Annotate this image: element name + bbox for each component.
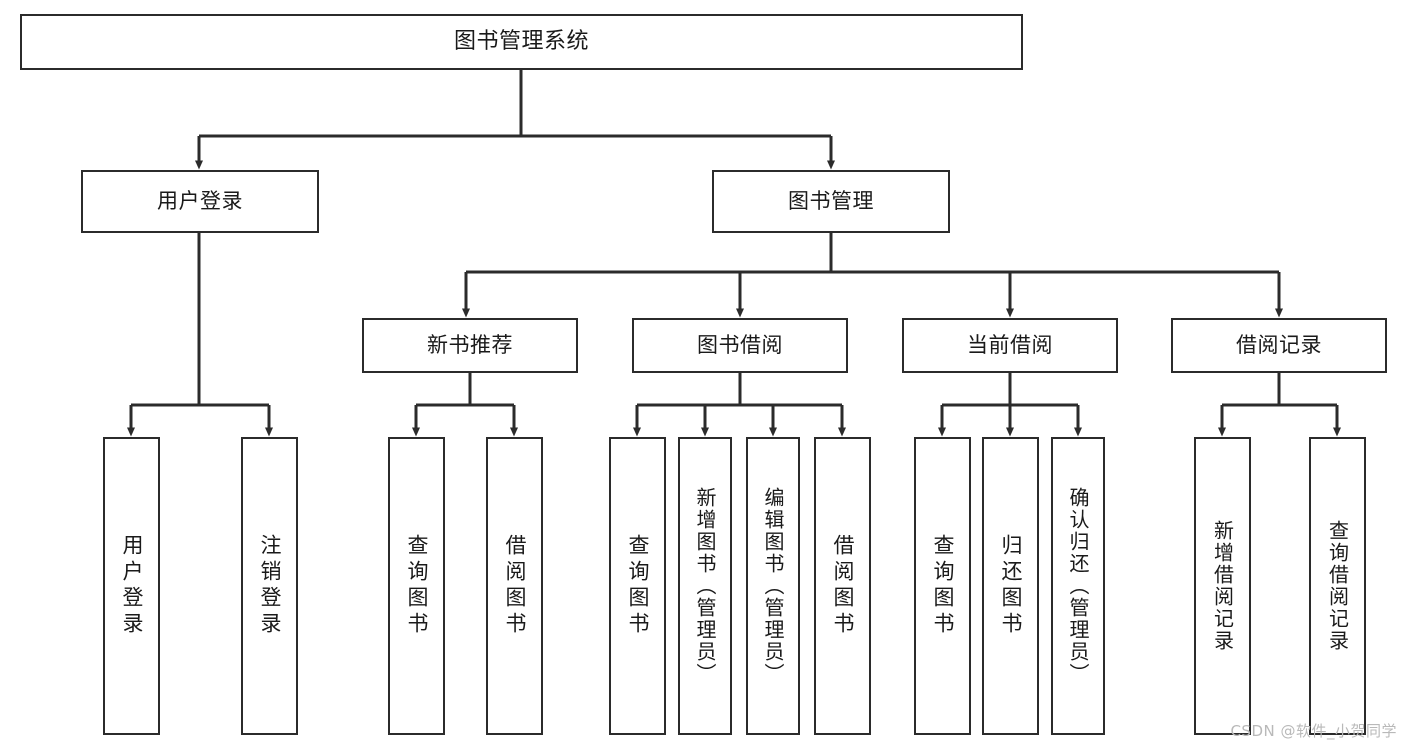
watermark-text: CSDN @软件_小贺同学 <box>1230 722 1397 740</box>
node-leaf-confirm-return[interactable]: 确认归还（管理员） <box>1051 437 1105 735</box>
node-leaf-query-book-3-label: 查询图书 <box>931 534 955 638</box>
node-leaf-edit-book-label: 编辑图书（管理员） <box>761 487 785 685</box>
node-user-login-label: 用户登录 <box>157 189 243 214</box>
node-root[interactable]: 图书管理系统 <box>20 14 1023 70</box>
node-current-borrow-label: 当前借阅 <box>967 333 1053 358</box>
node-leaf-query-book-1-label: 查询图书 <box>405 534 429 638</box>
node-user-login[interactable]: 用户登录 <box>81 170 319 233</box>
node-leaf-logout-login[interactable]: 注销登录 <box>241 437 298 735</box>
node-leaf-return-book-label: 归还图书 <box>999 534 1023 638</box>
node-leaf-confirm-return-label: 确认归还（管理员） <box>1066 487 1090 685</box>
node-leaf-query-record[interactable]: 查询借阅记录 <box>1309 437 1366 735</box>
node-book-management[interactable]: 图书管理 <box>712 170 950 233</box>
node-book-borrow[interactable]: 图书借阅 <box>632 318 848 373</box>
node-book-borrow-label: 图书借阅 <box>697 333 783 358</box>
node-leaf-add-book[interactable]: 新增图书（管理员） <box>678 437 732 735</box>
node-leaf-query-book-3[interactable]: 查询图书 <box>914 437 971 735</box>
node-new-book-recommend[interactable]: 新书推荐 <box>362 318 578 373</box>
node-leaf-edit-book[interactable]: 编辑图书（管理员） <box>746 437 800 735</box>
node-leaf-borrow-book-2[interactable]: 借阅图书 <box>814 437 871 735</box>
node-leaf-borrow-book-1[interactable]: 借阅图书 <box>486 437 543 735</box>
node-current-borrow[interactable]: 当前借阅 <box>902 318 1118 373</box>
node-borrow-record[interactable]: 借阅记录 <box>1171 318 1387 373</box>
node-leaf-return-book[interactable]: 归还图书 <box>982 437 1039 735</box>
node-leaf-query-book-2[interactable]: 查询图书 <box>609 437 666 735</box>
node-borrow-record-label: 借阅记录 <box>1236 333 1322 358</box>
node-leaf-add-record[interactable]: 新增借阅记录 <box>1194 437 1251 735</box>
node-leaf-borrow-book-2-label: 借阅图书 <box>831 534 855 638</box>
node-leaf-query-book-2-label: 查询图书 <box>626 534 650 638</box>
node-leaf-query-book-1[interactable]: 查询图书 <box>388 437 445 735</box>
node-leaf-add-book-label: 新增图书（管理员） <box>693 487 717 685</box>
node-book-management-label: 图书管理 <box>788 189 874 214</box>
node-leaf-borrow-book-1-label: 借阅图书 <box>503 534 527 638</box>
node-new-book-recommend-label: 新书推荐 <box>427 333 513 358</box>
node-root-label: 图书管理系统 <box>453 29 589 55</box>
node-leaf-add-record-label: 新增借阅记录 <box>1210 520 1235 652</box>
node-leaf-user-login-label: 用户登录 <box>120 534 144 638</box>
node-leaf-query-record-label: 查询借阅记录 <box>1325 520 1350 652</box>
node-leaf-logout-login-label: 注销登录 <box>258 534 282 638</box>
node-leaf-user-login[interactable]: 用户登录 <box>103 437 160 735</box>
